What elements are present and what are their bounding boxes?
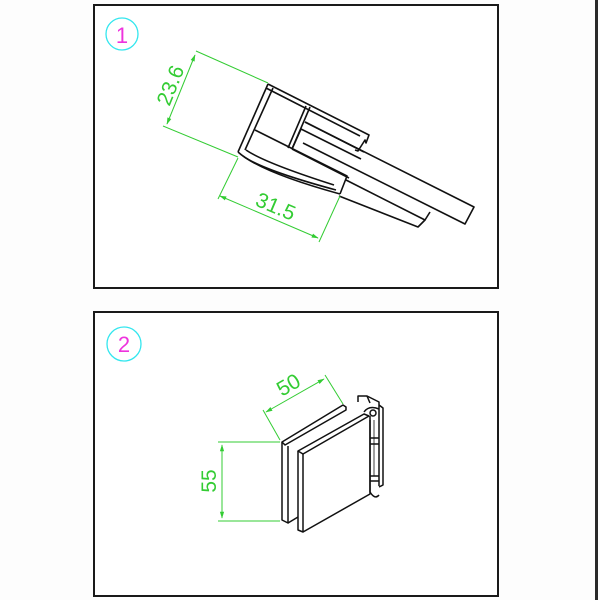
page-edge-rule — [595, 0, 598, 600]
drawing-panel-1 — [93, 4, 499, 289]
drawing-panel-2 — [93, 311, 499, 597]
